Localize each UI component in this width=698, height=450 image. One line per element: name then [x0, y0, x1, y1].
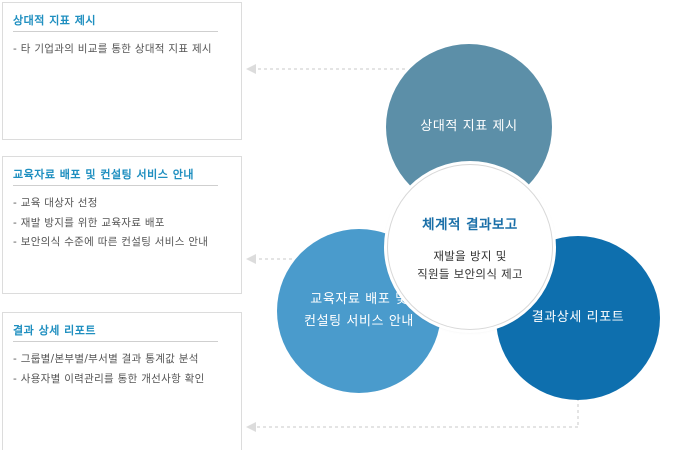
circle-label: 상대적 지표 제시 [420, 119, 518, 134]
list-item: 재발 방지를 위한 교육자료 배포 [13, 214, 208, 234]
list-item: 보안의식 수준에 따른 컨설팅 서비스 안내 [13, 233, 208, 253]
arrow-left-icon [246, 422, 256, 432]
panel-title: 결과 상세 리포트 [13, 324, 96, 337]
connector-top [246, 64, 405, 74]
list-item: 교육 대상자 선정 [13, 194, 208, 214]
panel-item-list: 교육 대상자 선정 재발 방지를 위한 교육자료 배포 보안의식 수준에 따른 … [13, 194, 208, 253]
panel-item-list: 그룹별/본부별/부서별 결과 통계값 분석 사용자별 이력관리를 통한 개선사항… [13, 350, 205, 389]
arrow-left-icon [246, 254, 256, 264]
center-description: 재발을 방지 및 직원들 보안의식 제고 [388, 247, 552, 283]
center-circle-systematic-report: 체계적 결과보고 재발을 방지 및 직원들 보안의식 제고 [387, 164, 553, 330]
panel-divider [13, 341, 218, 342]
panel-title: 교육자료 배포 및 컨설팅 서비스 안내 [13, 168, 194, 181]
arrow-left-icon [246, 64, 256, 74]
circle-label-line: 컨설팅 서비스 안내 [304, 314, 414, 329]
panel-detailed-report: 결과 상세 리포트 그룹별/본부별/부서별 결과 통계값 분석 사용자별 이력관… [2, 312, 242, 450]
circle-label-line: 교육자료 배포 및 [310, 292, 408, 307]
center-title: 체계적 결과보고 [422, 217, 518, 233]
connector-bottom [246, 398, 579, 432]
center-description-line: 직원들 보안의식 제고 [417, 267, 523, 281]
panel-divider [13, 185, 218, 186]
panel-education-consulting: 교육자료 배포 및 컨설팅 서비스 안내 교육 대상자 선정 재발 방지를 위한… [2, 156, 242, 294]
center-description-line: 재발을 방지 및 [433, 249, 507, 263]
panel-divider [13, 31, 218, 32]
circle-label: 결과상세 리포트 [531, 310, 625, 325]
panel-relative-metrics: 상대적 지표 제시 타 기업과의 비교를 통한 상대적 지표 제시 [2, 2, 242, 140]
connector-middle [246, 254, 292, 264]
list-item: 타 기업과의 비교를 통한 상대적 지표 제시 [13, 40, 212, 60]
list-item: 그룹별/본부별/부서별 결과 통계값 분석 [13, 350, 205, 370]
list-item: 사용자별 이력관리를 통한 개선사항 확인 [13, 370, 205, 390]
panel-item-list: 타 기업과의 비교를 통한 상대적 지표 제시 [13, 40, 212, 60]
panel-title: 상대적 지표 제시 [13, 14, 96, 27]
circle-label: 교육자료 배포 및 컨설팅 서비스 안내 [304, 289, 414, 333]
